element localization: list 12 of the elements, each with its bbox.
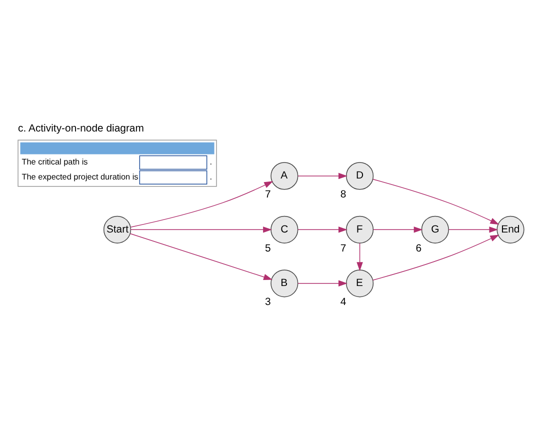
node-label: 7	[265, 189, 271, 200]
label: The expected project duration is	[22, 172, 138, 182]
label: The critical path is	[22, 157, 88, 166]
node-label: 7	[340, 242, 346, 254]
diagram-title: c. Activity-on-node diagram	[18, 122, 144, 134]
label: .	[210, 172, 212, 182]
node-label: 3	[265, 296, 271, 308]
node-label: 8	[340, 189, 346, 200]
node-label: 6	[416, 242, 422, 254]
label: .	[210, 157, 212, 166]
node-label: 4	[340, 296, 346, 308]
node-label: 5	[265, 242, 271, 254]
